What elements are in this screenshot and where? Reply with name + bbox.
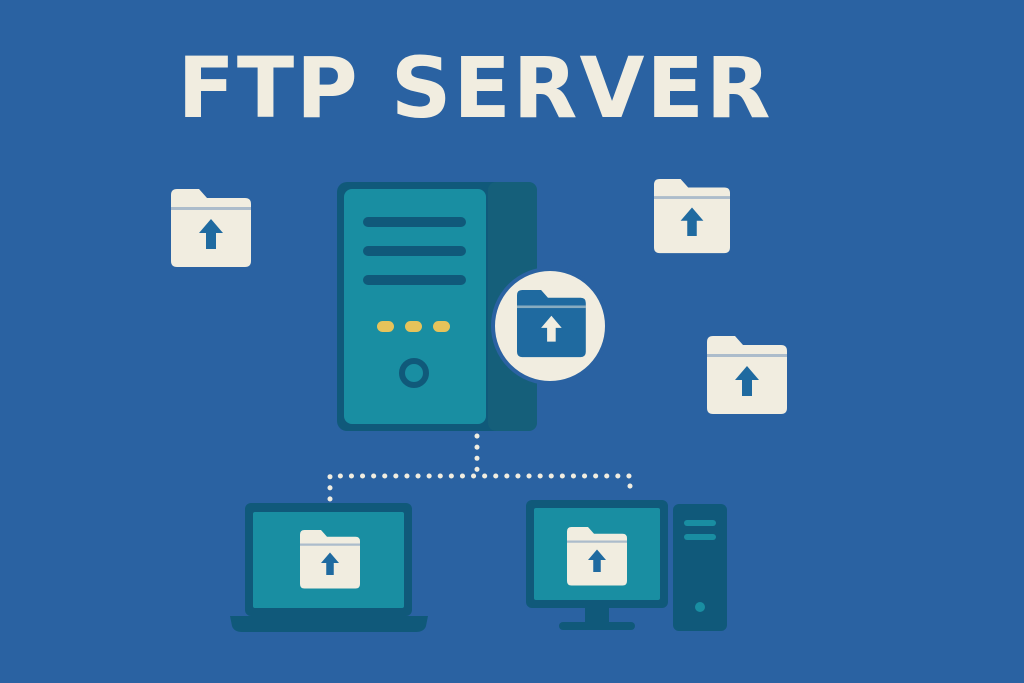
folder-upload-icon-left: [171, 189, 251, 267]
power-button-icon: [399, 358, 429, 388]
server-tower-icon: [337, 182, 537, 431]
upload-badge: [491, 267, 609, 385]
desktop-computer-icon: [526, 500, 727, 631]
page-title: FTP SERVER: [177, 39, 773, 137]
folder-upload-icon-right-middle: [707, 336, 787, 414]
folder-upload-icon-desktop: [567, 527, 627, 586]
folder-upload-icon-right-top: [654, 179, 730, 254]
network-connection-lines: [327, 433, 633, 502]
status-lights: [377, 321, 450, 332]
folder-upload-icon-laptop: [300, 530, 360, 589]
laptop-icon: [230, 503, 428, 632]
pc-tower-icon: [673, 504, 727, 631]
folder-upload-icon-badge: [517, 290, 586, 358]
